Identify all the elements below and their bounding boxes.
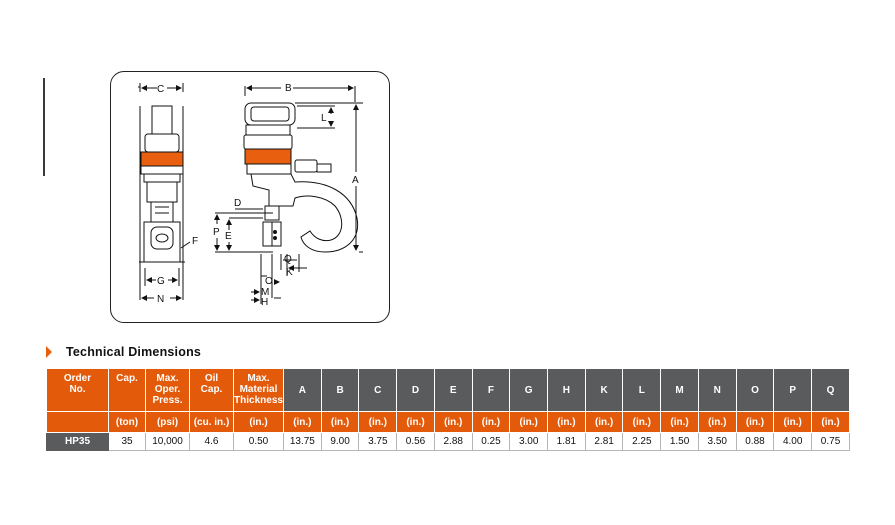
dim-label-o: O [265,276,273,287]
section-title: Technical Dimensions [66,345,202,359]
dim-label-q: Q [284,254,292,265]
cell-dim-c: 3.75 [358,432,398,451]
unit-max-material-thickness: (in.) [233,411,284,433]
table-row: HP35 35 10,000 4.6 0.50 13.75 9.00 3.75 … [46,432,850,451]
dim-label-c: C [157,84,164,95]
unit-max-oper-press: (psi) [145,411,190,433]
dim-label-l: L [321,113,327,124]
unit-dim-o: (in.) [735,411,775,433]
cell-dim-h: 1.81 [547,432,586,451]
header-dim-a: A [283,368,322,412]
unit-dim-c: (in.) [358,411,398,433]
unit-dim-d: (in.) [396,411,435,433]
cell-dim-g: 3.00 [509,432,549,451]
header-cap: Cap. [108,368,146,412]
dim-label-e: E [225,231,232,242]
unit-dim-n: (in.) [697,411,737,433]
header-dim-p: P [773,368,813,412]
unit-dim-p: (in.) [773,411,813,433]
header-dim-e: E [433,368,473,412]
dim-label-h: H [261,297,268,308]
unit-dim-e: (in.) [433,411,473,433]
unit-dim-a: (in.) [283,411,322,433]
unit-dim-m: (in.) [660,411,699,433]
unit-dim-q: (in.) [811,411,850,433]
header-oil-cap: Oil Cap. [189,368,234,412]
dim-label-a: A [352,175,359,186]
cell-dim-o: 0.88 [735,432,775,451]
header-dim-m: M [660,368,699,412]
left-margin-rule [43,78,45,176]
header-dim-k: K [584,368,624,412]
cell-dim-l: 2.25 [622,432,662,451]
cell-dim-n: 3.50 [697,432,737,451]
header-dim-f: F [471,368,511,412]
header-dim-h: H [547,368,586,412]
side-view [139,105,185,300]
header-dim-b: B [320,368,360,412]
unit-order-no [46,411,109,433]
cell-max-material-thickness: 0.50 [233,432,284,451]
dim-label-k: K [286,267,293,278]
cell-dim-m: 1.50 [660,432,699,451]
cell-dim-p: 4.00 [773,432,813,451]
cell-oil-cap: 4.6 [189,432,234,451]
table-header-row: Order No. Cap. Max. Oper. Press. Oil Cap… [46,368,850,412]
header-max-material-thickness: Max. Material Thickness [233,368,284,412]
dim-label-g: G [157,276,165,287]
cell-max-oper-press: 10,000 [145,432,190,451]
table-units-row: (ton) (psi) (cu. in.) (in.) (in.) (in.) … [46,411,850,433]
cell-dim-q: 0.75 [811,432,850,451]
unit-dim-g: (in.) [509,411,549,433]
header-dim-l: L [622,368,662,412]
cell-dim-k: 2.81 [584,432,624,451]
header-dim-q: Q [811,368,850,412]
header-dim-n: N [697,368,737,412]
heading-bullet-icon [46,346,52,358]
header-order-no: Order No. [46,368,109,412]
header-dim-d: D [396,368,435,412]
header-dim-g: G [509,368,549,412]
cell-order-no: HP35 [46,432,109,451]
dimension-diagram: C G N F [110,71,390,323]
dim-label-f: F [192,236,198,247]
dim-label-p: P [213,227,220,238]
dim-label-b: B [285,83,292,94]
cell-dim-d: 0.56 [396,432,435,451]
cell-dim-e: 2.88 [433,432,473,451]
cell-cap: 35 [108,432,146,451]
unit-dim-h: (in.) [547,411,586,433]
cell-dim-f: 0.25 [471,432,511,451]
technical-dimensions-table: Order No. Cap. Max. Oper. Press. Oil Cap… [46,368,850,451]
unit-dim-f: (in.) [471,411,511,433]
unit-cap: (ton) [108,411,146,433]
dim-label-d: D [234,198,241,209]
header-dim-o: O [735,368,775,412]
unit-dim-b: (in.) [320,411,360,433]
unit-dim-l: (in.) [622,411,662,433]
unit-dim-k: (in.) [584,411,624,433]
section-heading: Technical Dimensions [46,343,201,361]
dim-label-m: M [261,287,269,298]
front-view [243,102,359,253]
dim-label-n: N [157,294,164,305]
cell-dim-a: 13.75 [283,432,322,451]
punch-drawing: C G N F [138,83,363,308]
cell-dim-b: 9.00 [320,432,360,451]
header-max-oper-press: Max. Oper. Press. [145,368,190,412]
header-dim-c: C [358,368,398,412]
unit-oil-cap: (cu. in.) [189,411,234,433]
